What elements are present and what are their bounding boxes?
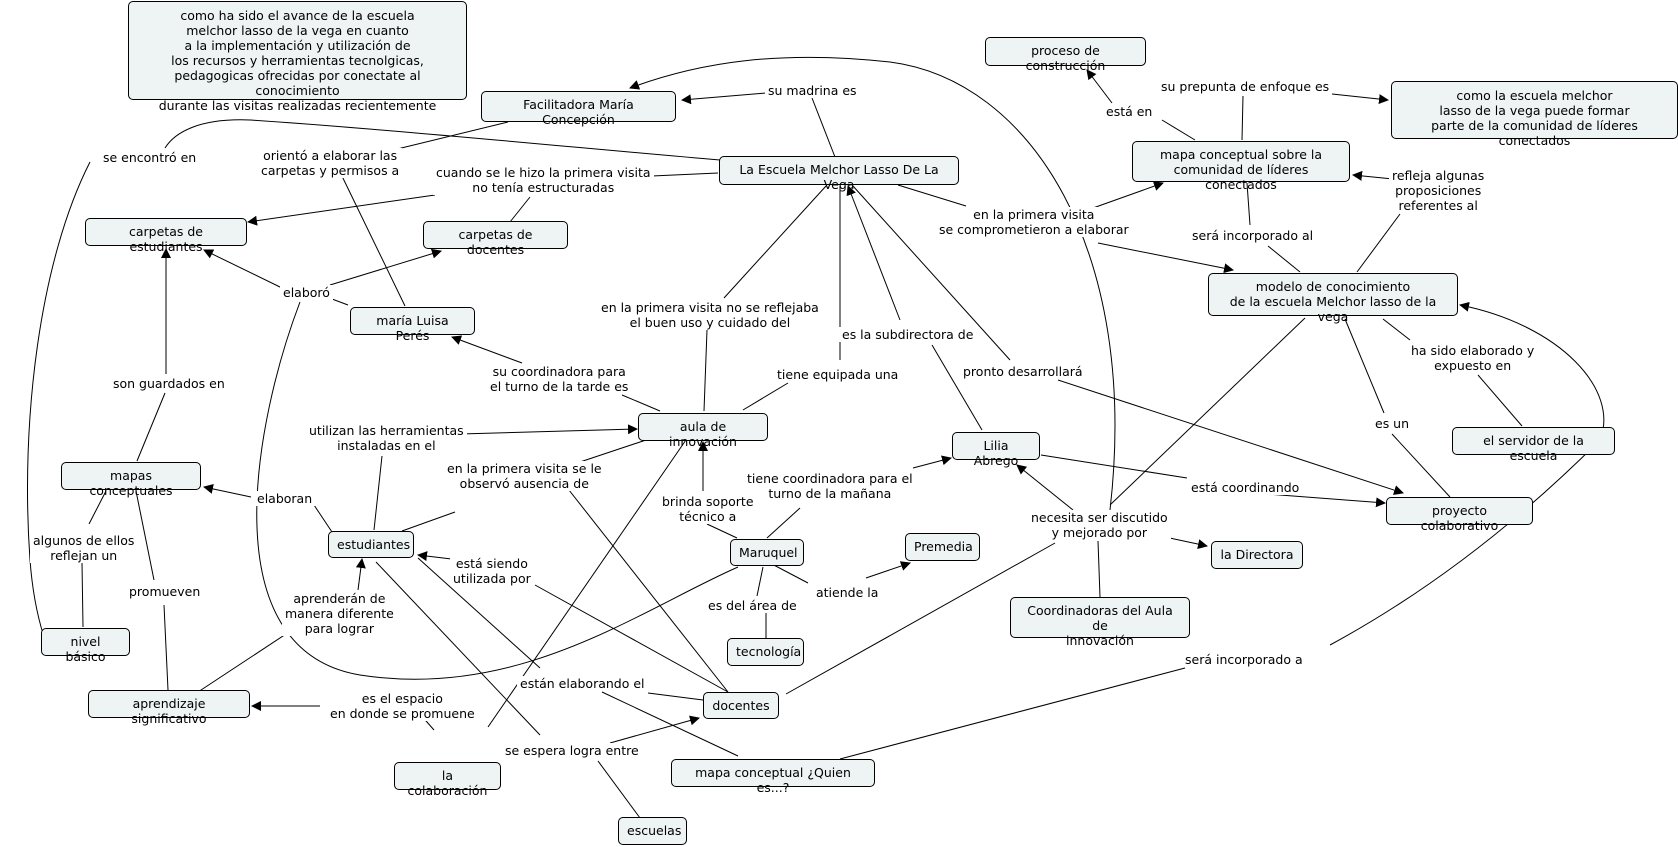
label-prepunta: su prepunta de enfoque es: [1158, 79, 1333, 94]
node-nivel-basico[interactable]: nivel básico: [41, 628, 130, 664]
label-brinda: brinda soporte técnico a: [659, 494, 757, 524]
label-primera-visita-no: cuando se le hizo la primera visita no t…: [433, 165, 654, 195]
label-esta-en: está en: [1103, 104, 1156, 119]
label-subdirectora: es la subdirectora de: [839, 327, 977, 342]
label-estan-elaborando: están elaborando el: [517, 676, 648, 691]
node-docentes[interactable]: docentes: [703, 692, 779, 719]
label-esta-coordinando: está coordinando: [1188, 480, 1303, 495]
node-facilitadora[interactable]: Facilitadora María Concepción: [481, 91, 676, 127]
node-lilia[interactable]: Lilia Abrego: [952, 432, 1040, 468]
node-escuela[interactable]: La Escuela Melchor Lasso De La Vega: [719, 156, 959, 192]
label-sera-incorporado-a: será incorporado a: [1182, 652, 1306, 667]
label-su-madrina: su madrina es: [765, 83, 860, 98]
node-carpetas-docentes[interactable]: carpetas de docentes: [423, 221, 568, 257]
label-sera-incorporado-al: será incorporado al: [1189, 228, 1317, 243]
label-necesita: necesita ser discutido y mejorado por: [1028, 510, 1171, 540]
node-carpetas-estudiantes[interactable]: carpetas de estudiantes: [85, 218, 247, 254]
node-mapas-conceptuales[interactable]: mapas conceptuales: [61, 462, 201, 498]
node-proyecto[interactable]: proyecto colaborativo: [1386, 497, 1533, 533]
node-aula[interactable]: aula de innovación: [638, 413, 768, 449]
label-no-reflejaba: en la primera visita no se reflejaba el …: [598, 300, 822, 330]
node-colaboracion[interactable]: la colaboración: [394, 762, 501, 798]
label-comprometieron: en la primera visita se comprometieron a…: [936, 207, 1132, 237]
label-son-guardados: son guardados en: [110, 376, 228, 391]
label-se-espera: se espera logra entre: [502, 743, 642, 758]
label-refleja: refleja algunas proposiciones referentes…: [1389, 168, 1488, 213]
node-estudiantes[interactable]: estudiantes: [328, 531, 414, 558]
node-aprendizaje[interactable]: aprendizaje significativo: [88, 690, 250, 726]
node-maria-luisa[interactable]: maría Luisa Perés: [350, 307, 475, 343]
label-es-un: es un: [1372, 416, 1413, 431]
label-pronto: pronto desarrollará: [960, 364, 1086, 379]
node-tecnologia[interactable]: tecnología: [727, 638, 804, 666]
label-promueven: promueven: [126, 584, 204, 599]
node-modelo[interactable]: modelo de conocimiento de la escuela Mel…: [1208, 273, 1458, 324]
node-premedia[interactable]: Premedia: [905, 533, 980, 561]
label-aprenderan: aprenderán de manera diferente para logr…: [282, 591, 397, 636]
label-elaboran: elaboran: [254, 491, 316, 506]
label-coordinadora-tarde: su coordinadora para el turno de la tard…: [487, 364, 632, 394]
title-note: como ha sido el avance de la escuela mel…: [128, 1, 467, 113]
label-espacio: es el espacio en donde se promuene: [327, 691, 478, 721]
label-esta-siendo: está siendo utilizada por: [450, 556, 534, 586]
label-ha-sido: ha sido elaborado y expuesto en: [1408, 343, 1538, 373]
label-oriento: orientó a elaborar las carpetas y permis…: [258, 148, 403, 178]
node-proceso[interactable]: proceso de construcción: [985, 37, 1146, 73]
label-primera-visita-ausencia: en la primera visita se le observó ausen…: [444, 461, 605, 491]
label-tiene-equipada: tiene equipada una: [774, 367, 902, 382]
label-area: es del área de: [705, 598, 800, 613]
node-mapa-lideres[interactable]: mapa conceptual sobre la comunidad de lí…: [1132, 141, 1350, 192]
label-coordinadora-manana: tiene coordinadora para el turno de la m…: [744, 471, 916, 501]
label-atiende: atiende la: [813, 585, 882, 600]
node-como-escuela[interactable]: como la escuela melchor lasso de la vega…: [1391, 81, 1678, 148]
node-coordinadoras[interactable]: Coordinadoras del Aula de innovación: [1010, 597, 1190, 648]
label-utilizan: utilizan las herramientas instaladas en …: [306, 423, 467, 453]
node-mapa-quien[interactable]: mapa conceptual ¿Quien es...?: [671, 759, 875, 795]
label-se-encontro: se encontró en: [100, 150, 200, 165]
node-directora[interactable]: la Directora: [1211, 541, 1303, 569]
node-maruquel[interactable]: Maruquel: [730, 539, 804, 566]
node-escuelas[interactable]: escuelas: [618, 817, 687, 845]
label-algunos-reflejan: algunos de ellos reflejan un: [30, 533, 138, 563]
label-elaboro: elaboró: [280, 285, 333, 300]
node-servidor[interactable]: el servidor de la escuela: [1452, 427, 1615, 463]
